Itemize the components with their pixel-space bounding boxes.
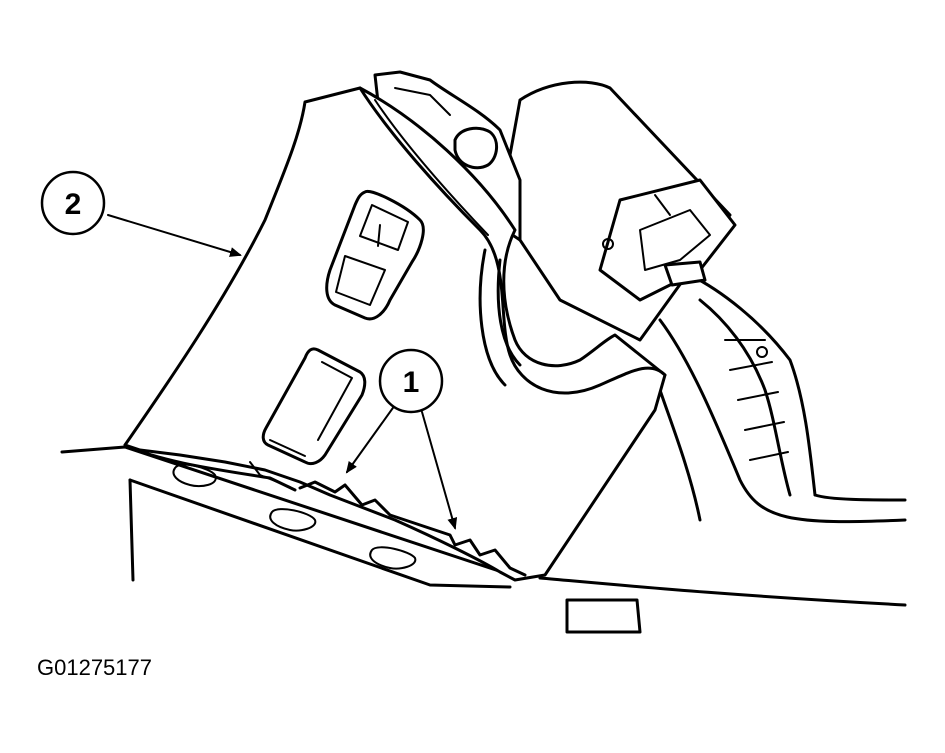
- figure-id: G01275177: [37, 655, 152, 680]
- callout-1-leader-left: [345, 404, 396, 474]
- callout-2-leader: [107, 214, 242, 257]
- seat-rail: [658, 273, 907, 524]
- callout-2-label: 2: [65, 188, 82, 221]
- leader-lines: [107, 214, 458, 530]
- connector-module: [498, 80, 737, 342]
- callout-1-leader-right: [421, 411, 458, 530]
- callout-2: 2: [40, 170, 106, 236]
- callout-1-label: 1: [403, 366, 420, 399]
- floor-panel: [60, 445, 907, 634]
- callout-1: 1: [378, 348, 444, 414]
- main-bracket: [123, 86, 667, 582]
